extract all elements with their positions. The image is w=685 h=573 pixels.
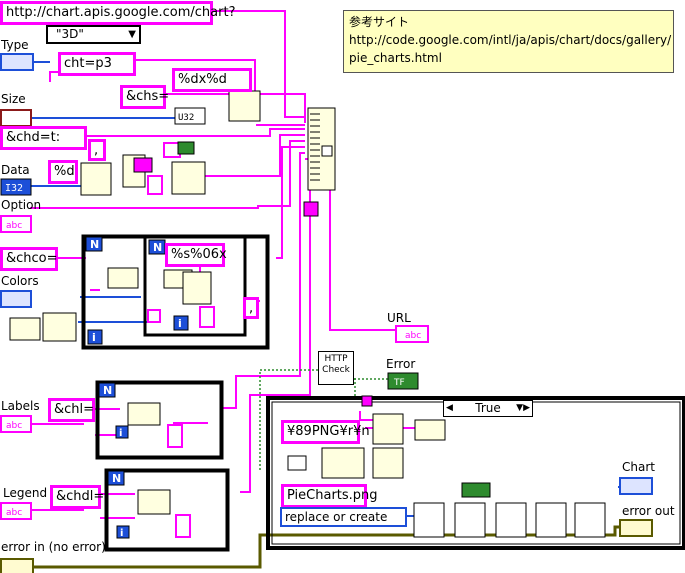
legend-for-loop: N i — [104, 468, 230, 552]
svg-text:i: i — [178, 317, 182, 330]
type-combo-value: "3D" — [56, 27, 84, 41]
case-selector[interactable]: ◀ True ▼▶ — [443, 400, 533, 417]
bool-wires — [259, 369, 392, 470]
error-in-label: error in (no error) — [1, 540, 106, 554]
format-into-string-node: U32 — [174, 90, 261, 125]
type-control-icon[interactable] — [0, 53, 34, 71]
svg-text:TF: TF — [393, 378, 405, 388]
svg-text:i: i — [119, 428, 122, 439]
comma-constant[interactable]: , — [88, 139, 106, 161]
data-control-icon[interactable] — [0, 178, 32, 196]
size-label: Size — [1, 92, 26, 106]
size-format-constant[interactable]: %dx%d — [172, 68, 252, 92]
svg-text:N: N — [153, 241, 162, 254]
svg-text:U32: U32 — [178, 113, 194, 123]
chl-constant[interactable]: &chl= — [48, 398, 95, 422]
svg-text:abc: abc — [405, 331, 421, 341]
svg-text:N: N — [103, 384, 112, 397]
filename-constant[interactable]: PieCharts.png — [281, 484, 378, 508]
legend-control-icon[interactable] — [0, 502, 32, 520]
labels-for-loop: N i — [95, 380, 224, 460]
chd-constant[interactable]: &chd=t: — [0, 126, 87, 150]
url-indicator-icon — [395, 325, 429, 343]
error-out-label: error out — [622, 504, 675, 518]
svg-text:N: N — [112, 472, 121, 485]
number-format-constant[interactable]: %d — [48, 160, 78, 184]
error-out-indicator-icon — [619, 519, 653, 537]
type-label: Type — [1, 38, 29, 52]
case-prev-icon[interactable]: ◀ — [446, 403, 453, 413]
comma2-constant[interactable]: , — [243, 297, 259, 319]
concatenate-strings-node — [307, 107, 336, 191]
svg-text:i: i — [120, 528, 123, 539]
note-url-line2: pie_charts.html — [349, 51, 442, 65]
svg-text:abc: abc — [6, 421, 22, 431]
colors-array-node — [9, 312, 77, 342]
size-control-icon[interactable] — [0, 109, 32, 127]
http-check-line2: Check — [322, 365, 350, 375]
base-url-constant[interactable]: http://chart.apis.google.com/chart? — [0, 1, 235, 25]
chart-indicator-icon — [619, 477, 653, 495]
chdl-constant[interactable]: &chdl= — [50, 485, 104, 509]
png-magic-constant[interactable]: ¥89PNG¥r¥n — [281, 420, 370, 444]
colors-control-icon[interactable] — [0, 290, 32, 308]
case-selector-value: True — [475, 401, 501, 415]
chevron-down-icon: ▼ — [128, 29, 136, 40]
note-title: 参考サイト — [349, 15, 410, 29]
svg-text:abc: abc — [6, 508, 22, 518]
error-label: Error — [386, 357, 416, 371]
option-control-icon[interactable] — [0, 215, 32, 233]
chs-constant[interactable]: &chs= — [120, 85, 169, 109]
svg-text:I32: I32 — [5, 183, 23, 194]
svg-text:N: N — [90, 238, 99, 251]
case-next-icon[interactable]: ▼▶ — [516, 403, 530, 413]
labels-control-icon[interactable] — [0, 415, 32, 433]
numeric-wires — [30, 61, 645, 517]
http-check-subvi[interactable]: HTTP Check — [318, 351, 354, 385]
array-to-spreadsheet-node — [122, 141, 206, 195]
color-format-constant[interactable]: %s%06x — [165, 243, 227, 267]
colors-for-loop: N i N i — [81, 234, 270, 350]
file-operation-value: replace or create — [285, 510, 388, 524]
reference-note: 参考サイト http://code.google.com/intl/ja/api… — [343, 10, 674, 73]
case-structure — [266, 395, 685, 550]
cht-constant[interactable]: cht=p3 — [58, 52, 136, 76]
http-check-line1: HTTP — [324, 354, 348, 364]
data-label: Data — [1, 163, 30, 177]
type-combo-box[interactable]: "3D" ▼ — [46, 25, 141, 44]
file-operation-ring[interactable]: replace or create — [280, 507, 407, 527]
error-in-control-icon[interactable] — [0, 558, 34, 573]
note-url-line1: http://code.google.com/intl/ja/apis/char… — [349, 33, 672, 47]
url-label: URL — [387, 311, 411, 325]
string-to-url-icon — [303, 201, 319, 217]
svg-text:i: i — [92, 331, 96, 344]
svg-text:abc: abc — [6, 221, 22, 231]
chco-constant[interactable]: &chco= — [0, 247, 58, 271]
labels-label: Labels — [1, 399, 40, 413]
chart-label: Chart — [622, 460, 655, 474]
error-bool-indicator-icon — [387, 372, 419, 390]
legend-label: Legend — [3, 486, 48, 500]
option-label: Option — [1, 198, 42, 212]
colors-label: Colors — [1, 274, 39, 288]
